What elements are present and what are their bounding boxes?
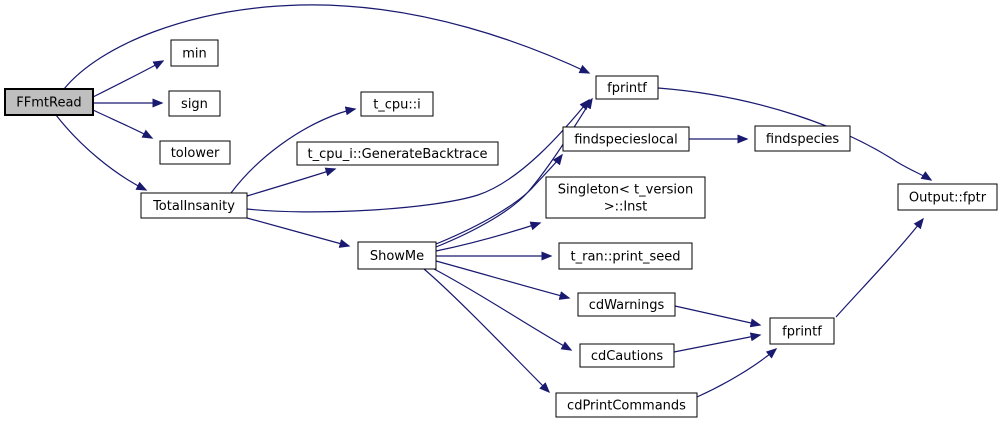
node-GenerateBacktrace[interactable]: t_cpu_i::GenerateBacktrace (296, 141, 499, 166)
node-GenerateBacktrace-label: t_cpu_i::GenerateBacktrace (308, 147, 488, 162)
node-tolower[interactable]: tolower (159, 140, 231, 165)
node-print_seed-label: t_ran::print_seed (571, 250, 681, 265)
edge-ShowMe-to-cdCautions (433, 268, 573, 351)
node-Output_fptr[interactable]: Output::fptr (897, 183, 998, 211)
node-Output_fptr-label: Output::fptr (909, 191, 987, 206)
edge-ShowMe-to-Singleton_Inst (435, 221, 542, 252)
node-cdPrintCommands-box[interactable] (555, 392, 698, 418)
node-cdPrintCommands[interactable]: cdPrintCommands (555, 392, 698, 418)
edge-FFmtRead-to-TotalInsanity (55, 114, 148, 191)
node-t_cpu_i[interactable]: t_cpu::i (360, 91, 434, 117)
edge-TotalInsanity-to-fprintf_top (246, 98, 590, 213)
node-tolower-box[interactable] (159, 140, 231, 165)
edge-TotalInsanity-to-t_cpu_i (230, 106, 357, 194)
node-FFmtRead-box[interactable] (4, 88, 94, 116)
node-findspecieslocal-box[interactable] (562, 126, 690, 152)
node-fprintf_bottom[interactable]: fprintf (769, 317, 835, 345)
edge-cdPrintCommands-to-fprintf_bottom (696, 348, 778, 398)
node-min-box[interactable] (170, 39, 219, 67)
node-Singleton_Inst[interactable]: Singleton< t_version>::Inst (545, 176, 706, 219)
node-findspecies-label: findspecies (766, 132, 839, 147)
node-findspecies[interactable]: findspecies (754, 125, 851, 152)
node-cdCautions-box[interactable] (579, 343, 675, 368)
node-findspecieslocal-label: findspecieslocal (574, 133, 678, 148)
node-print_seed-box[interactable] (558, 242, 693, 270)
node-fprintf_bottom-label: fprintf (782, 325, 822, 340)
node-ShowMe-box[interactable] (357, 241, 437, 270)
edge-TotalInsanity-to-ShowMe (246, 217, 351, 248)
node-t_cpu_i-box[interactable] (360, 91, 434, 117)
node-findspecieslocal[interactable]: findspecieslocal (562, 126, 690, 152)
edge-ShowMe-to-fprintf_top (435, 97, 593, 248)
edge-ShowMe-to-findspecieslocal (435, 153, 563, 245)
node-sign-label: sign (181, 97, 208, 112)
node-cdPrintCommands-label: cdPrintCommands (567, 399, 686, 414)
node-TotalInsanity-box[interactable] (140, 192, 248, 219)
node-cdWarnings[interactable]: cdWarnings (577, 292, 676, 317)
node-Output_fptr-box[interactable] (897, 183, 998, 211)
node-min-label: min (182, 47, 207, 62)
node-FFmtRead-label: FFmtRead (16, 96, 81, 111)
node-Singleton_Inst-box[interactable] (545, 176, 706, 219)
edge-FFmtRead-to-fprintf_top (63, 4, 591, 90)
node-fprintf_bottom-box[interactable] (769, 317, 835, 345)
edge-fprintf_bottom-to-Output_fptr (835, 217, 924, 318)
node-TotalInsanity-label: TotalInsanity (152, 199, 235, 214)
node-fprintf_top[interactable]: fprintf (595, 75, 659, 100)
node-ShowMe-label: ShowMe (370, 249, 424, 264)
node-Singleton_Inst-label: Singleton< t_version>::Inst (558, 183, 694, 215)
node-sign[interactable]: sign (168, 90, 221, 117)
node-tolower-label: tolower (171, 146, 220, 161)
node-cdCautions-label: cdCautions (591, 349, 664, 364)
node-ShowMe[interactable]: ShowMe (357, 241, 437, 270)
node-sign-box[interactable] (168, 90, 221, 117)
node-cdWarnings-box[interactable] (577, 292, 676, 317)
edge-TotalInsanity-to-GenerateBacktrace (246, 167, 337, 197)
node-print_seed[interactable]: t_ran::print_seed (558, 242, 693, 270)
edges-layer (55, 4, 933, 398)
node-TotalInsanity[interactable]: TotalInsanity (140, 192, 248, 219)
node-cdCautions[interactable]: cdCautions (579, 343, 675, 368)
node-FFmtRead[interactable]: FFmtRead (4, 88, 94, 116)
node-t_cpu_i-label: t_cpu::i (373, 98, 421, 113)
edge-FFmtRead-to-min (92, 60, 165, 98)
edge-FFmtRead-to-tolower (92, 109, 154, 139)
node-fprintf_top-box[interactable] (595, 75, 659, 100)
edge-fprintf_top-to-Output_fptr (657, 87, 933, 181)
edge-cdCautions-to-fprintf_bottom (673, 332, 762, 353)
node-min[interactable]: min (170, 39, 219, 67)
edge-ShowMe-to-cdPrintCommands (423, 268, 551, 394)
edge-cdWarnings-to-fprintf_bottom (674, 305, 762, 328)
node-findspecies-box[interactable] (754, 125, 851, 152)
node-fprintf_top-label: fprintf (607, 81, 647, 96)
node-cdWarnings-label: cdWarnings (589, 298, 665, 313)
node-GenerateBacktrace-box[interactable] (296, 141, 499, 166)
edge-ShowMe-to-cdWarnings (435, 260, 571, 300)
